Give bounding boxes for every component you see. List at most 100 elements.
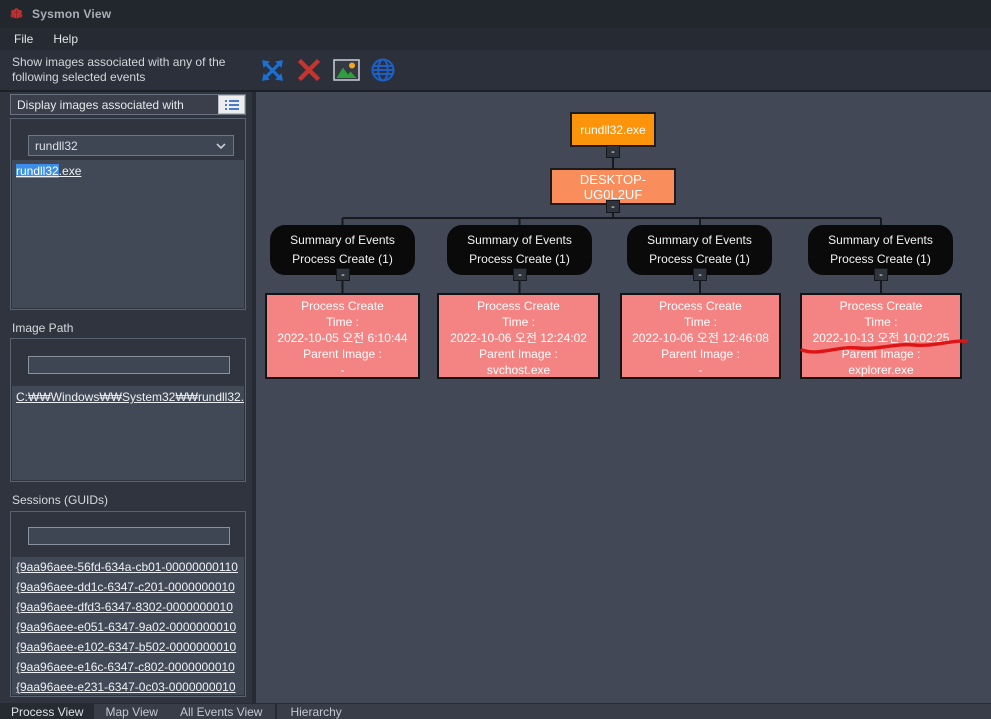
sessions-group: {9aa96aee-56fd-634a-cb01-00000000110 {9a… xyxy=(10,511,246,697)
event-parent-value: - xyxy=(698,363,703,377)
header-strip: Show images associated with any of the f… xyxy=(0,50,991,90)
collapse-toggle[interactable]: - xyxy=(874,268,888,281)
fit-arrows-icon xyxy=(260,58,285,83)
tree-node-summary[interactable]: Summary of Events Process Create (1) xyxy=(808,225,953,275)
tree-node-event[interactable]: Process Create Time : 2022-10-06 오전 12:2… xyxy=(437,293,600,379)
selection-description: Show images associated with any of the f… xyxy=(12,55,226,84)
session-guid-link[interactable]: {9aa96aee-dd1c-6347-c201-0000000010 xyxy=(16,580,235,594)
event-parent-value: svchost.exe xyxy=(486,363,551,377)
event-time-value: 2022-10-13 오전 10:02:25 xyxy=(812,331,950,345)
list-item: rundll32.exe xyxy=(12,160,244,181)
event-type: Process Create xyxy=(477,299,560,313)
main-split: Display images associated with xyxy=(0,90,991,703)
event-parent-label: Parent Image : xyxy=(303,347,382,361)
event-type: Process Create xyxy=(839,299,923,313)
export-image-icon xyxy=(332,59,360,81)
process-tree-canvas[interactable]: rundll32.exe - DESKTOP-UG0L2UF - Summary… xyxy=(256,92,991,703)
session-guid-link[interactable]: {9aa96aee-e102-6347-b502-0000000010 xyxy=(16,640,237,654)
view-tabbar: Process View Map View All Events View Hi… xyxy=(0,703,991,719)
collapse-toggle[interactable]: - xyxy=(336,268,350,281)
event-time-label: Time : xyxy=(684,315,717,329)
clear-view-button[interactable] xyxy=(295,56,323,84)
session-guid-link[interactable]: {9aa96aee-e051-6347-9a02-0000000010 xyxy=(16,620,237,634)
summary-detail: Process Create (1) xyxy=(469,252,570,266)
collapse-toggle[interactable]: - xyxy=(513,268,527,281)
summary-title: Summary of Events xyxy=(290,233,395,247)
list-item: {9aa96aee-e102-6347-b502-0000000010 xyxy=(12,637,244,657)
event-time-value: 2022-10-06 오전 12:24:02 xyxy=(450,331,587,345)
tree-node-summary[interactable]: Summary of Events Process Create (1) xyxy=(627,225,772,275)
image-link-rundll32[interactable]: rundll32.exe xyxy=(16,164,81,178)
event-type: Process Create xyxy=(301,299,384,313)
tree-node-event[interactable]: Process Create Time : 2022-10-13 오전 10:0… xyxy=(800,293,962,379)
image-filter-value: rundll32 xyxy=(35,138,78,153)
image-list-button[interactable] xyxy=(218,95,245,114)
sidebar-splitter[interactable] xyxy=(252,92,256,703)
root-node-label: rundll32.exe xyxy=(580,122,646,137)
summary-detail: Process Create (1) xyxy=(292,252,393,266)
menubar: File Help xyxy=(0,28,991,50)
web-view-button[interactable] xyxy=(369,56,397,84)
event-parent-value: explorer.exe xyxy=(848,363,914,377)
export-image-button[interactable] xyxy=(332,56,360,84)
sidebar: Display images associated with xyxy=(0,92,252,703)
globe-icon xyxy=(370,57,396,83)
tree-node-summary[interactable]: Summary of Events Process Create (1) xyxy=(270,225,415,275)
list-item: C:₩₩Windows₩₩System32₩₩rundll32.exe xyxy=(12,386,244,407)
tab-hierarchy[interactable]: Hierarchy xyxy=(290,704,342,719)
summary-title: Summary of Events xyxy=(467,233,572,247)
collapse-toggle[interactable]: - xyxy=(693,268,707,281)
list-icon xyxy=(224,99,240,111)
tree-node-root-image[interactable]: rundll32.exe xyxy=(570,112,656,147)
menu-file[interactable]: File xyxy=(14,32,34,46)
tree-node-event[interactable]: Process Create Time : 2022-10-05 오전 6:10… xyxy=(265,293,420,379)
display-images-bar: Display images associated with xyxy=(10,94,246,115)
event-time-value: 2022-10-05 오전 6:10:44 xyxy=(277,331,408,345)
image-path-group: C:₩₩Windows₩₩System32₩₩rundll32.exe xyxy=(10,338,246,482)
tab-all-events-view[interactable]: All Events View xyxy=(179,704,263,719)
summary-title: Summary of Events xyxy=(647,233,752,247)
image-listbox: rundll32.exe xyxy=(12,160,244,308)
event-time-label: Time : xyxy=(326,315,359,329)
image-path-filter-input[interactable] xyxy=(28,356,230,374)
event-time-label: Time : xyxy=(864,315,898,329)
list-item: {9aa96aee-56fd-634a-cb01-00000000110 xyxy=(12,557,244,577)
sessions-filter-input[interactable] xyxy=(28,527,230,545)
clear-x-icon xyxy=(297,58,321,82)
chevron-down-icon xyxy=(216,142,233,149)
event-parent-label: Parent Image : xyxy=(661,347,740,361)
host-node-label: DESKTOP-UG0L2UF xyxy=(579,171,647,202)
image-link-rest-part: .exe xyxy=(58,164,82,178)
summary-title: Summary of Events xyxy=(828,233,933,247)
tabbar-divider xyxy=(275,704,278,719)
event-time-value: 2022-10-06 오전 12:46:08 xyxy=(632,331,769,345)
image-filter-dropdown[interactable]: rundll32 xyxy=(28,135,234,156)
list-item: {9aa96aee-e051-6347-9a02-0000000010 xyxy=(12,617,244,637)
sysmon-logo-icon xyxy=(9,7,24,21)
menu-help[interactable]: Help xyxy=(53,32,79,46)
session-guid-link[interactable]: {9aa96aee-56fd-634a-cb01-00000000110 xyxy=(16,560,238,574)
session-guid-link[interactable]: {9aa96aee-e16c-6347-c802-0000000010 xyxy=(16,660,235,674)
sessions-listbox: {9aa96aee-56fd-634a-cb01-00000000110 {9a… xyxy=(12,557,244,695)
list-item: {9aa96aee-e231-6347-0c03-0000000010 xyxy=(12,677,244,695)
tree-node-host[interactable]: DESKTOP-UG0L2UF xyxy=(550,168,676,205)
tree-node-event[interactable]: Process Create Time : 2022-10-06 오전 12:4… xyxy=(620,293,781,379)
image-path-label: Image Path xyxy=(12,321,74,335)
list-item: {9aa96aee-dd1c-6347-c201-0000000010 xyxy=(12,577,244,597)
tab-process-view[interactable]: Process View xyxy=(0,704,95,719)
list-item: {9aa96aee-e16c-6347-c802-0000000010 xyxy=(12,657,244,677)
event-type: Process Create xyxy=(659,299,742,313)
fit-to-screen-button[interactable] xyxy=(258,56,286,84)
sessions-label: Sessions (GUIDs) xyxy=(12,493,109,507)
session-guid-link[interactable]: {9aa96aee-dfd3-6347-8302-0000000010 xyxy=(16,600,233,614)
collapse-toggle[interactable]: - xyxy=(606,200,620,213)
image-path-link[interactable]: C:₩₩Windows₩₩System32₩₩rundll32.exe xyxy=(16,390,244,404)
display-images-label: Display images associated with xyxy=(17,97,184,112)
collapse-toggle[interactable]: - xyxy=(606,145,620,158)
list-item: {9aa96aee-dfd3-6347-8302-0000000010 xyxy=(12,597,244,617)
image-path-listbox: C:₩₩Windows₩₩System32₩₩rundll32.exe xyxy=(12,386,244,480)
tree-node-summary[interactable]: Summary of Events Process Create (1) xyxy=(447,225,592,275)
tab-map-view[interactable]: Map View xyxy=(105,704,158,719)
session-guid-link[interactable]: {9aa96aee-e231-6347-0c03-0000000010 xyxy=(16,680,236,694)
